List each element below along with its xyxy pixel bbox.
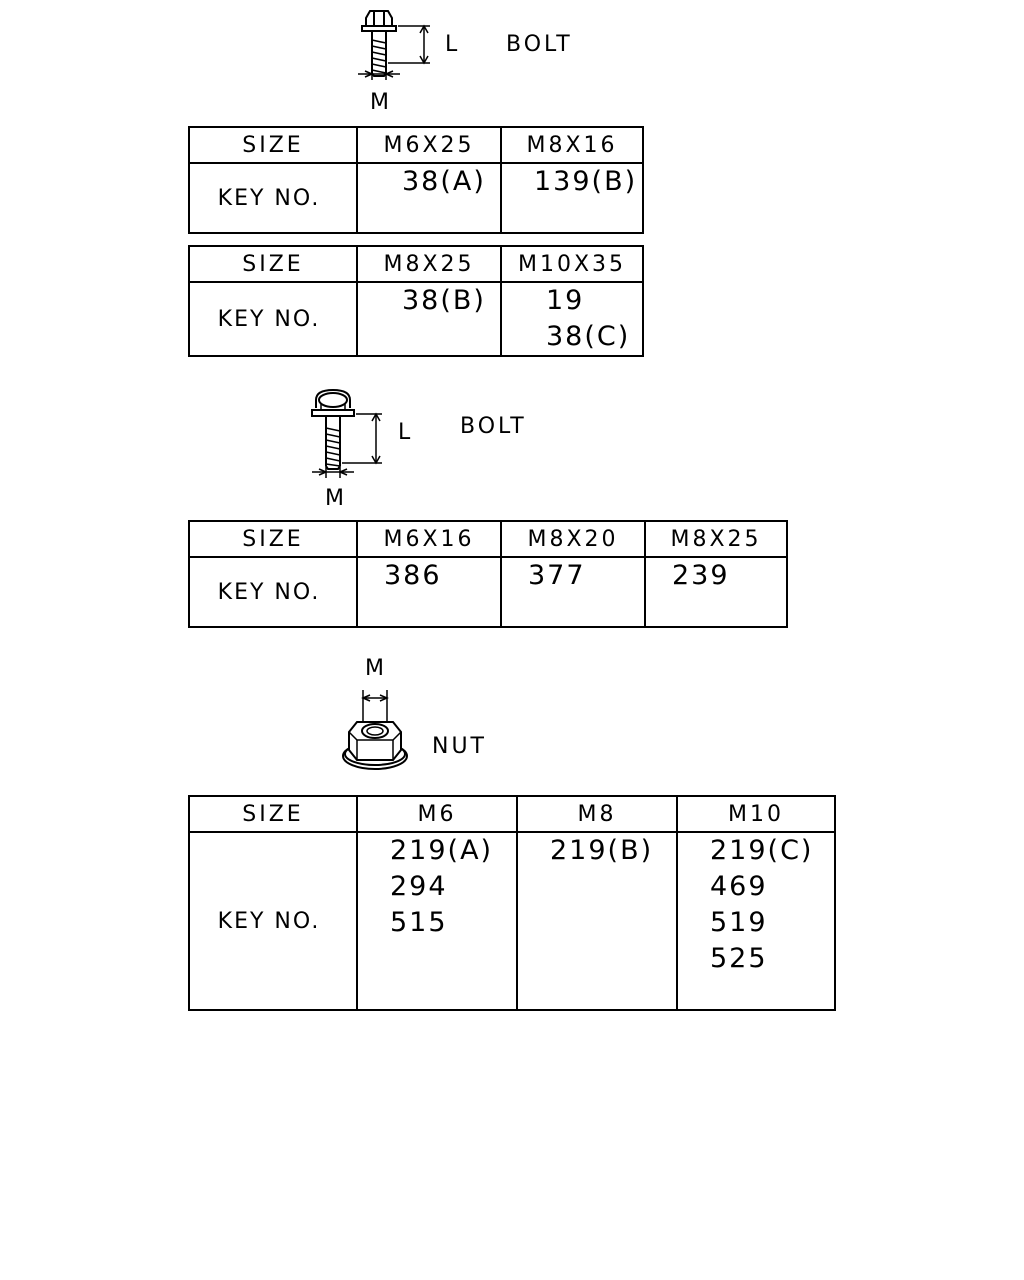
key-number: 525 — [710, 943, 768, 974]
key-no-header: KEY NO. — [188, 831, 358, 1011]
size-cell: M10X35 — [500, 245, 644, 283]
bolt2-name-label: BOLT — [460, 414, 527, 439]
size-cell: M8 — [516, 795, 678, 833]
key-cell: 219(C) 469 519 525 — [676, 831, 836, 1011]
bolt2-table: SIZE M6X16 M8X20 M8X25 KEY NO. 386 377 2… — [188, 520, 788, 628]
key-number: 469 — [710, 871, 768, 902]
round-head-flange-bolt-icon — [311, 388, 382, 478]
bolt1-diameter-label: M — [370, 90, 392, 115]
key-number: 515 — [390, 907, 448, 938]
size-cell: M8X16 — [500, 126, 644, 164]
bolt1-length-label: L — [445, 32, 461, 57]
key-number: 38(B) — [402, 285, 486, 316]
key-cell: 386 — [356, 556, 502, 628]
key-number: 239 — [672, 560, 730, 591]
size-cell: M8X20 — [500, 520, 646, 558]
key-cell: 139(B) — [500, 162, 644, 234]
key-number: 38(C) — [546, 321, 631, 352]
size-cell: M8X25 — [356, 245, 502, 283]
nut-name-label: NUT — [432, 734, 487, 759]
size-header: SIZE — [188, 245, 358, 283]
key-no-header: KEY NO. — [188, 281, 358, 357]
size-cell: M8X25 — [644, 520, 788, 558]
bolt2-length-label: L — [398, 420, 414, 445]
key-cell: 38(B) — [356, 281, 502, 357]
size-cell: M6 — [356, 795, 518, 833]
size-header: SIZE — [188, 795, 358, 833]
size-header: SIZE — [188, 520, 358, 558]
bolt1-table-a: SIZE M6X25 M8X16 KEY NO. 38(A) 139(B) — [188, 126, 644, 234]
size-cell: M10 — [676, 795, 836, 833]
key-no-header: KEY NO. — [188, 162, 358, 234]
nut-table: SIZE M6 M8 M10 KEY NO. 219(A) 294 515 21… — [188, 795, 836, 1011]
key-cell: 219(B) — [516, 831, 678, 1011]
key-number: 386 — [384, 560, 442, 591]
key-number: 519 — [710, 907, 768, 938]
bolt1-name-label: BOLT — [506, 32, 573, 57]
size-cell: M6X16 — [356, 520, 502, 558]
key-cell: 38(A) — [356, 162, 502, 234]
key-number: 38(A) — [402, 166, 486, 197]
key-number: 19 — [546, 285, 585, 316]
size-header: SIZE — [188, 126, 358, 164]
key-number: 294 — [390, 871, 448, 902]
key-no-header: KEY NO. — [188, 556, 358, 628]
key-cell: 19 38(C) — [500, 281, 644, 357]
key-number: 139(B) — [534, 166, 638, 197]
bolt2-diameter-label: M — [325, 486, 347, 511]
bolt1-table-b: SIZE M8X25 M10X35 KEY NO. 38(B) 19 38(C) — [188, 245, 644, 357]
flange-nut-icon — [342, 690, 408, 770]
key-number: 219(B) — [550, 835, 654, 866]
key-number: 219(C) — [710, 835, 814, 866]
key-number: 219(A) — [390, 835, 494, 866]
nut-diameter-label: M — [365, 656, 387, 681]
key-cell: 219(A) 294 515 — [356, 831, 518, 1011]
key-cell: 377 — [500, 556, 646, 628]
hex-flange-bolt-icon — [358, 10, 430, 80]
key-number: 377 — [528, 560, 586, 591]
size-cell: M6X25 — [356, 126, 502, 164]
key-cell: 239 — [644, 556, 788, 628]
